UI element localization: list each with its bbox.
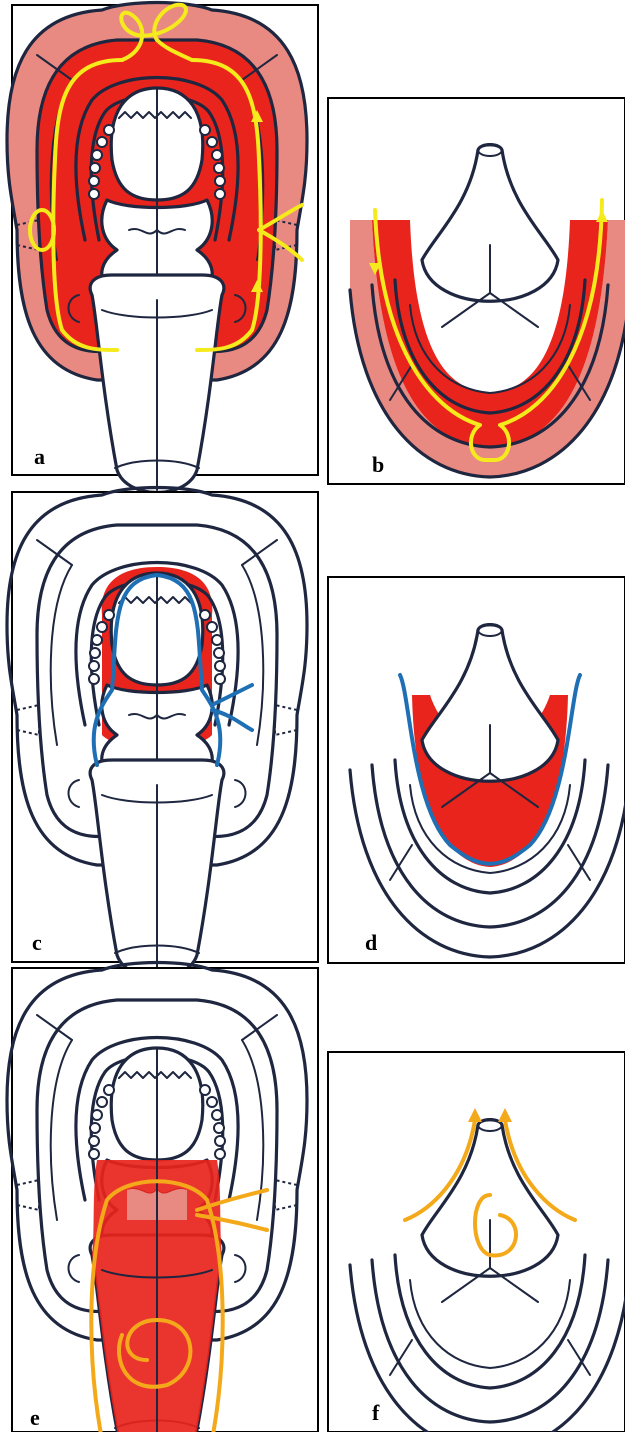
panel-label-d: d <box>365 930 377 955</box>
panel-e: e <box>7 963 318 1432</box>
panel-a: a <box>7 3 318 493</box>
panel-label-f: f <box>372 1400 380 1425</box>
panel-label-a: a <box>34 444 45 469</box>
panel-label-e: e <box>30 1405 40 1430</box>
panel-d: d <box>328 577 625 963</box>
panel-label-c: c <box>32 930 42 955</box>
panel-c: c <box>7 488 318 978</box>
panel-f: f <box>328 1052 625 1432</box>
panel-b: b <box>328 98 625 484</box>
panel-label-b: b <box>372 452 384 477</box>
